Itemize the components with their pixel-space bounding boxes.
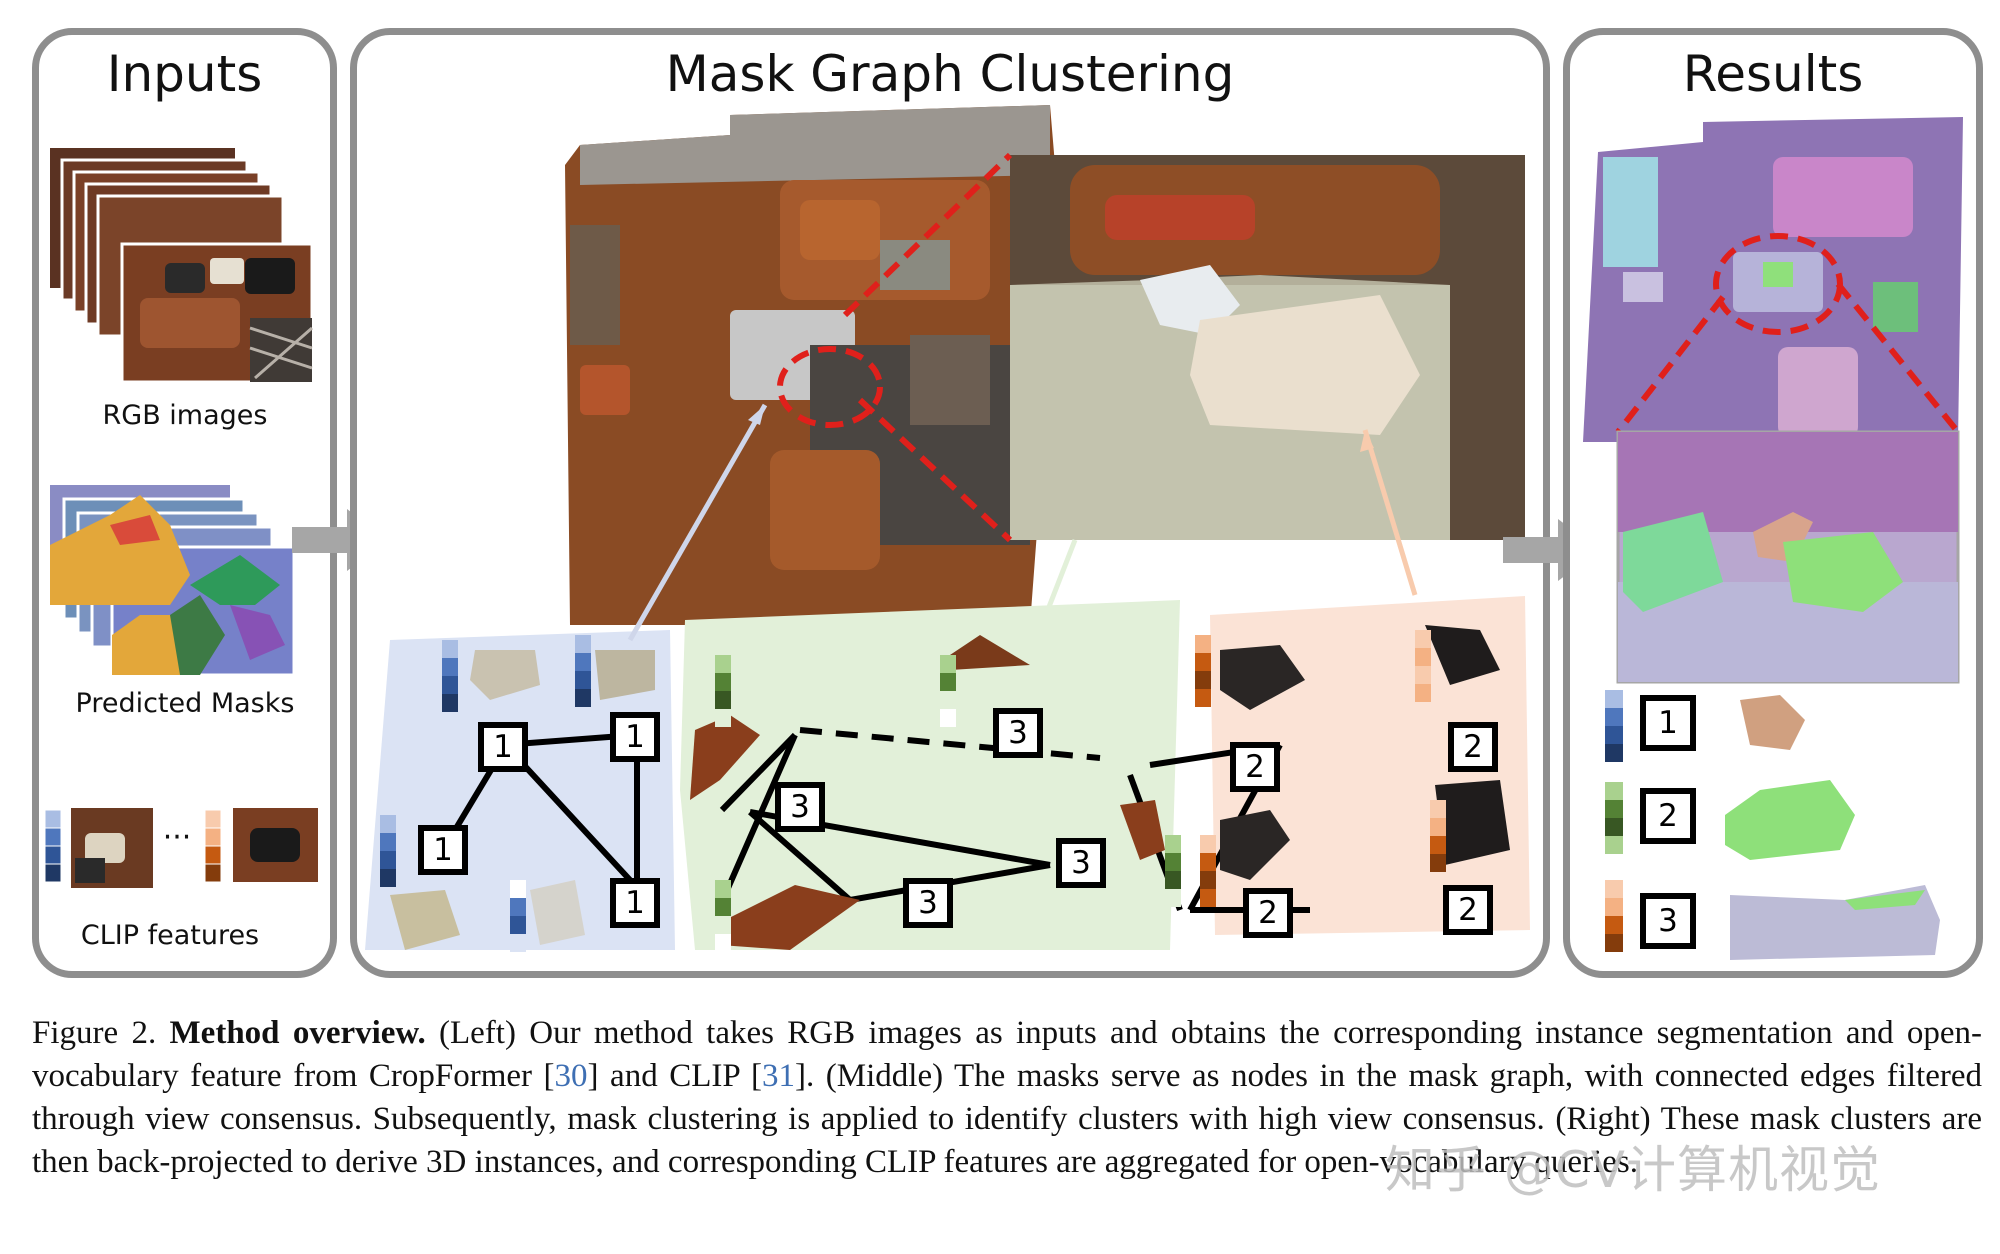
clip-features-row [44, 808, 318, 888]
graph-node-cluster3: 3 [775, 782, 825, 832]
feat-bar-c1b [575, 635, 591, 707]
feat-bar-c1c [380, 815, 396, 887]
graph-node-cluster1: 1 [478, 722, 528, 772]
feat-bar-c3d [1430, 800, 1446, 872]
caption-text-2: ] and CLIP [ [587, 1058, 763, 1094]
graph-node-cluster3: 3 [903, 878, 953, 928]
graph-node-cluster2: 2 [1448, 722, 1498, 772]
caption-ref-clip[interactable]: 31 [762, 1058, 796, 1094]
graph-node-cluster3: 3 [1056, 838, 1106, 888]
caption-text-1: (Left) Our method takes RGB images as in… [32, 1015, 1983, 1094]
legend-object-3 [1730, 885, 1940, 960]
legend-node-3: 3 [1640, 893, 1696, 949]
feat-bar-c1d [510, 880, 526, 952]
legend-node-1: 1 [1640, 695, 1696, 751]
scene-3d-reconstruction [565, 105, 1060, 625]
feat-bar-c2b [940, 655, 956, 727]
graph-feature-bars [380, 630, 1446, 952]
graph-object-thumbnails [390, 625, 1510, 950]
feat-bar-c2d [1165, 835, 1181, 907]
results-segmented-scene [1583, 117, 1963, 684]
feat-bar-c3a [1195, 635, 1211, 707]
predicted-masks-stack [50, 485, 296, 677]
caption-fig-label: Figure 2. [32, 1015, 157, 1051]
rgb-images-label: RGB images [102, 400, 268, 431]
watermark-text: 知乎 @CV计算机视觉 [1385, 1141, 1882, 1199]
feat-bar-c2a [715, 655, 731, 727]
graph-node-cluster2: 2 [1230, 742, 1280, 792]
legend-object-1 [1740, 695, 1805, 750]
graph-to-scene-arrows [627, 403, 1418, 642]
figure-caption: Figure 2. Method overview. (Left) Our me… [32, 1012, 1982, 1184]
graph-node-cluster1: 1 [610, 878, 660, 928]
feat-bar-c2c [715, 880, 731, 952]
graph-node-cluster2: 2 [1443, 885, 1493, 935]
caption-ref-cropformer[interactable]: 30 [554, 1058, 588, 1094]
legend-node-2: 2 [1640, 788, 1696, 844]
predicted-masks-label: Predicted Masks [75, 688, 295, 719]
rgb-image-stack [50, 148, 314, 384]
feat-bar-c3b [1415, 630, 1431, 702]
clip-features-label: CLIP features [80, 920, 260, 951]
graph-node-cluster2: 2 [1243, 888, 1293, 938]
graph-node-cluster1: 1 [418, 825, 468, 875]
inputs-title: Inputs [106, 45, 263, 103]
zoom-leader-lines [842, 152, 1013, 543]
legend-feature-bar-1 [1605, 690, 1623, 762]
legend-feature-bar-3 [1605, 880, 1623, 952]
feat-bar-c1a [442, 640, 458, 712]
graph-node-cluster1: 1 [610, 712, 660, 762]
legend-feature-bar-2 [1605, 782, 1623, 854]
graph-node-cluster3: 3 [993, 708, 1043, 758]
feat-bar-c3c [1200, 835, 1216, 907]
legend-object-2 [1725, 780, 1855, 860]
zoom-inset [1010, 155, 1525, 540]
results-title: Results [1682, 45, 1864, 103]
caption-text-3: ]. (Middle) The masks serve as nodes in … [32, 1058, 1982, 1180]
caption-bold-title: Method overview. [169, 1015, 426, 1051]
mask-graph-title: Mask Graph Clustering [665, 45, 1235, 103]
clip-ellipsis: ··· [162, 820, 192, 855]
